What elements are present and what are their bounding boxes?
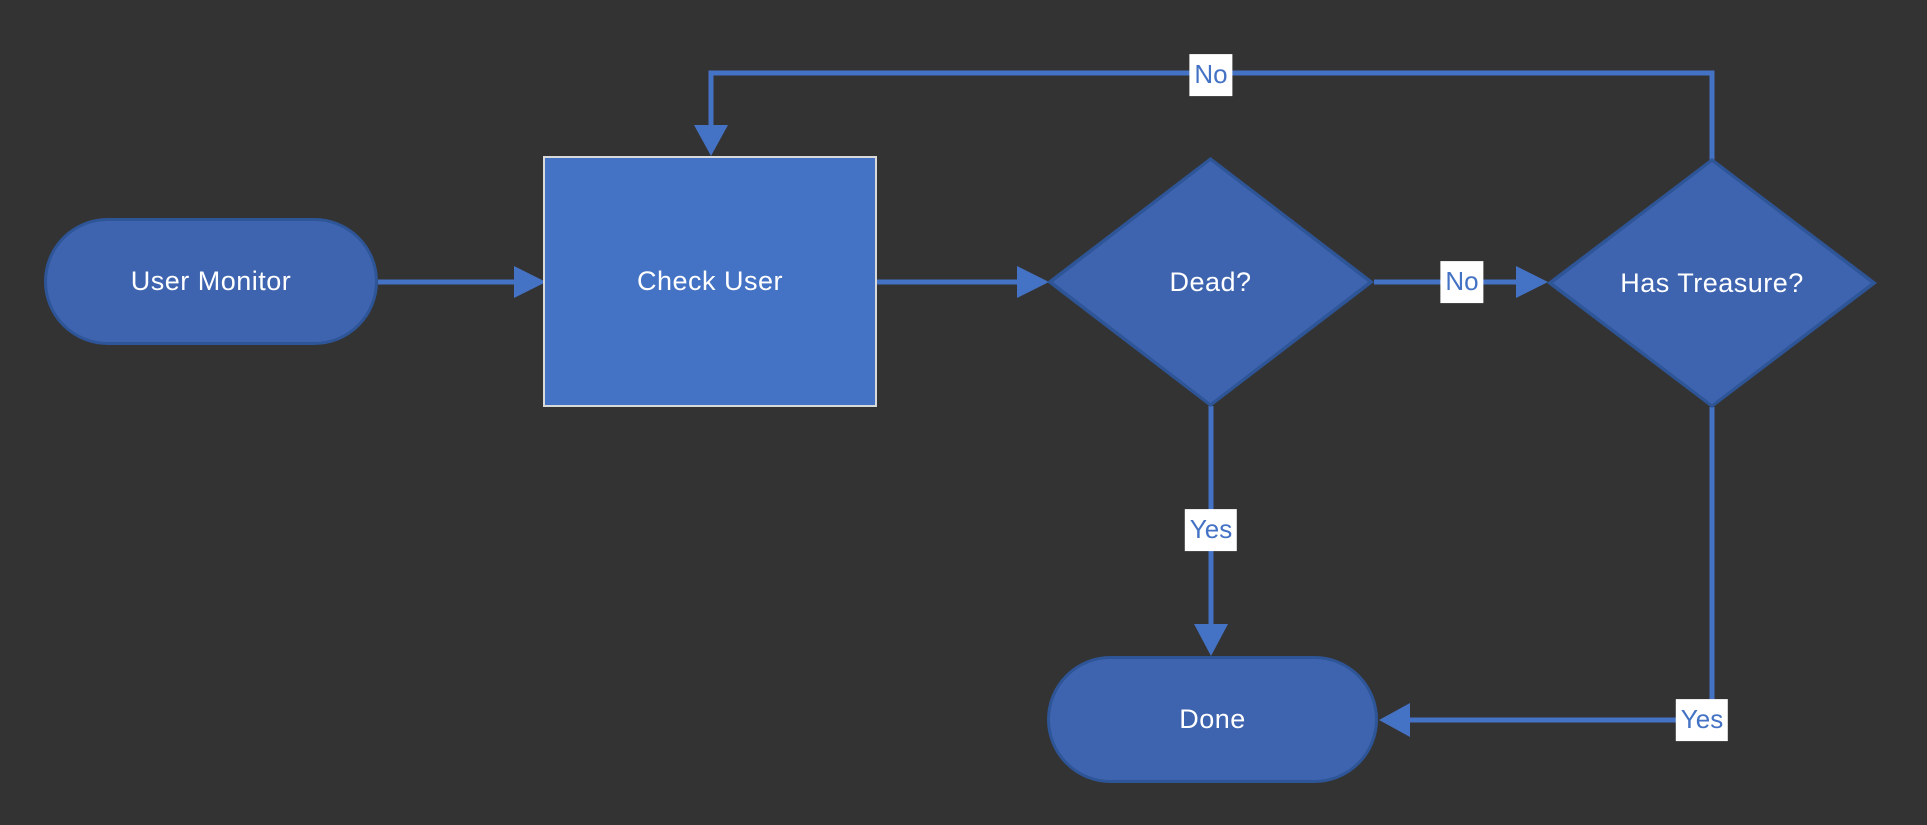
arrowhead-dead-to-done [1194,624,1228,656]
edge-has-treasure-to-done [1410,407,1715,723]
arrowhead-dead-to-has-treasure [1516,266,1548,298]
arrowhead-check-user-to-dead [1017,266,1049,298]
node-dead: Dead? [1047,157,1374,407]
arrowhead-has-treasure-to-done [1379,703,1410,737]
edge-label-no-mid: No [1440,261,1484,303]
arrowhead-has-treasure-to-check-user [694,125,728,156]
node-done-label: Done [1179,704,1246,734]
edge-label-yes-mid: Yes [1184,509,1238,551]
node-check-user: Check User [543,156,877,407]
node-user-monitor: User Monitor [44,218,378,345]
node-user-monitor-label: User Monitor [130,266,292,296]
edge-label-no-top: No [1189,54,1233,96]
node-done: Done [1047,656,1378,783]
node-dead-label: Dead? [1169,266,1252,297]
node-has-treasure-label: Has Treasure? [1620,267,1804,298]
arrowhead-user-monitor-to-check-user [514,266,546,298]
edge-label-yes-bottom: Yes [1675,699,1729,741]
node-has-treasure: Has Treasure? [1547,158,1877,408]
node-check-user-label: Check User [636,266,784,296]
